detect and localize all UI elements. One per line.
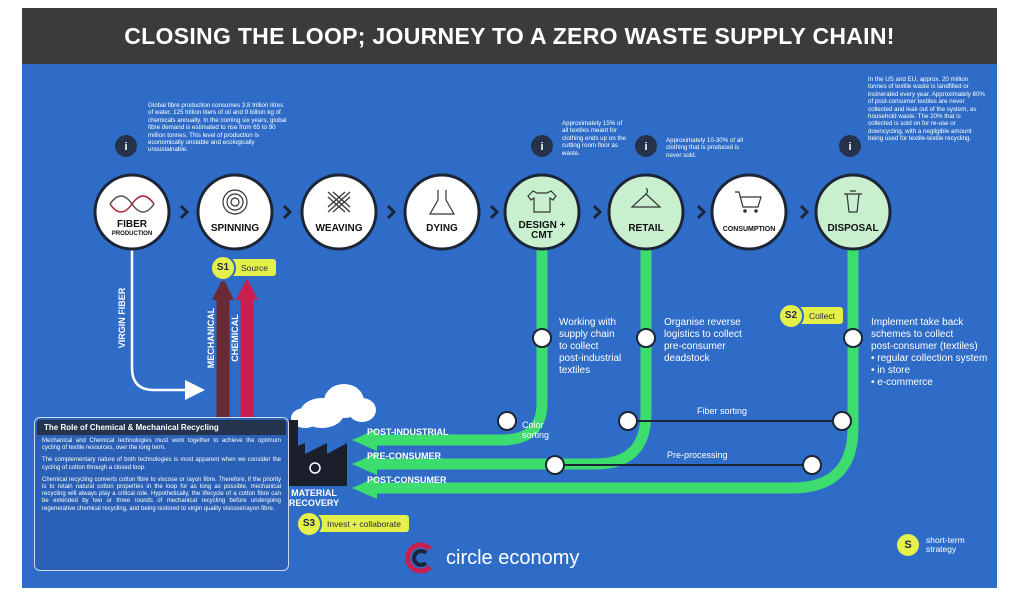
- svg-text:CMT: CMT: [531, 230, 553, 241]
- material-recovery-label: MATERIAL: [291, 488, 337, 498]
- svg-text:DESIGN +: DESIGN +: [519, 220, 566, 231]
- strategy-label: Invest + collaborate: [327, 518, 401, 529]
- post-industrial-arrowhead: [352, 429, 377, 451]
- color-sorting-label: Color: [522, 420, 544, 430]
- svg-text:i: i: [124, 141, 127, 153]
- svg-text:i: i: [848, 141, 851, 153]
- virgin-fiber-label: VIRGIN FIBER: [117, 287, 127, 348]
- stage-consumption: CONSUMPTION: [710, 173, 788, 251]
- recycling-role-paragraph: Mechanical and Chemical technologies mus…: [42, 438, 281, 452]
- post-consumer-arrowhead: [352, 477, 377, 499]
- page-title: CLOSING THE LOOP; JOURNEY TO A ZERO WAST…: [22, 8, 997, 64]
- pre-consumer-label: PRE-CONSUMER: [367, 451, 442, 461]
- strategy-s2-tag: S2 Collect: [778, 302, 843, 329]
- svg-text:i: i: [644, 141, 647, 153]
- recycling-role-box: The Role of Chemical & Mechanical Recycl…: [34, 417, 289, 571]
- strategy-label: Source: [241, 262, 268, 273]
- svg-text:DYING: DYING: [426, 223, 458, 234]
- svg-text:WEAVING: WEAVING: [315, 223, 362, 234]
- strategy-badge: S3: [296, 510, 322, 537]
- color-sorting-junction: [497, 411, 517, 431]
- strategy-s1-tag: S1 Source: [210, 254, 276, 281]
- strategy-s3-tag: S3 Invest + collaborate: [296, 510, 409, 537]
- cutting-note: Approximately 15% of all textiles meant …: [562, 120, 626, 157]
- fiber-sorting-junction-right: [832, 411, 852, 431]
- stage-weaving: WEAVING: [300, 173, 378, 251]
- chemical-label: CHEMICAL: [230, 314, 240, 362]
- svg-text:CONSUMPTION: CONSUMPTION: [723, 226, 776, 233]
- disposal-note: In the US and EU, approx. 20 million ton…: [868, 76, 985, 143]
- svg-text:SPINNING: SPINNING: [211, 223, 260, 234]
- infographic: CLOSING THE LOOP; JOURNEY TO A ZERO WAST…: [22, 8, 997, 588]
- svg-text:FIBER: FIBER: [117, 219, 148, 230]
- retail-junction: [636, 328, 656, 348]
- disposal-junction: [843, 328, 863, 348]
- svg-text:i: i: [540, 141, 543, 153]
- recycling-role-paragraph: Chemical recycling converts cotton fibre…: [42, 476, 281, 512]
- info-icon: i: [115, 135, 137, 157]
- info-icon: i: [839, 135, 861, 157]
- fiber-sorting-junction-left: [618, 411, 638, 431]
- stage-disposal: DISPOSAL: [814, 173, 892, 251]
- stage-spinning: SPINNING: [196, 173, 274, 251]
- virgin-fiber-line: [130, 248, 205, 400]
- logo-text: circle economy: [446, 546, 580, 569]
- recycling-role-title: The Role of Chemical & Mechanical Recycl…: [37, 420, 286, 435]
- disposal-flow-line: [377, 248, 859, 494]
- pre-processing-junction-right: [802, 455, 822, 475]
- factory-icon: [278, 384, 376, 486]
- pre-processing-junction-left: [545, 455, 565, 475]
- svg-text:RETAIL: RETAIL: [628, 223, 663, 234]
- strategy-label: Collect: [809, 310, 835, 321]
- retail-note: Approximately 10-30% of all clothing tha…: [666, 137, 744, 159]
- chemical-arrowhead: [236, 278, 258, 300]
- recycling-role-paragraph: The complementary nature of both technol…: [42, 457, 281, 471]
- stage-chevrons: [179, 204, 810, 220]
- mechanical-arrowhead: [212, 278, 234, 300]
- retail-flow-line: [377, 248, 652, 470]
- pre-consumer-arrowhead: [352, 453, 377, 475]
- info-icon: i: [531, 135, 553, 157]
- design-flow-line: [377, 248, 548, 446]
- design-junction: [532, 328, 552, 348]
- stage-dying: DYING: [403, 173, 481, 251]
- legend-badge: S: [897, 534, 919, 556]
- color-sorting-label-2: sorting: [522, 430, 549, 440]
- mechanical-label: MECHANICAL: [206, 307, 216, 368]
- fibre-note: Global fibre production consumes 3.8 tri…: [148, 102, 287, 154]
- fiber-sorting-label: Fiber sorting: [697, 406, 747, 416]
- material-recovery-label-2: RECOVERY: [289, 498, 339, 508]
- stage-fiber-production: FIBER PRODUCTION: [93, 173, 171, 251]
- post-consumer-label: POST-CONSUMER: [367, 475, 447, 485]
- info-icon: i: [635, 135, 657, 157]
- svg-text:PRODUCTION: PRODUCTION: [112, 231, 152, 237]
- svg-text:DISPOSAL: DISPOSAL: [827, 223, 878, 234]
- circle-economy-logo: circle economy: [404, 541, 579, 575]
- pre-processing-label: Pre-processing: [667, 450, 728, 460]
- post-industrial-label: POST-INDUSTRIAL: [367, 427, 449, 437]
- strategy-badge: S1: [210, 254, 236, 281]
- logo-icon: [405, 542, 432, 574]
- stage-design-cmt: DESIGN + CMT: [503, 173, 581, 251]
- strategy-badge: S2: [778, 302, 804, 329]
- stage-retail: RETAIL: [607, 173, 685, 251]
